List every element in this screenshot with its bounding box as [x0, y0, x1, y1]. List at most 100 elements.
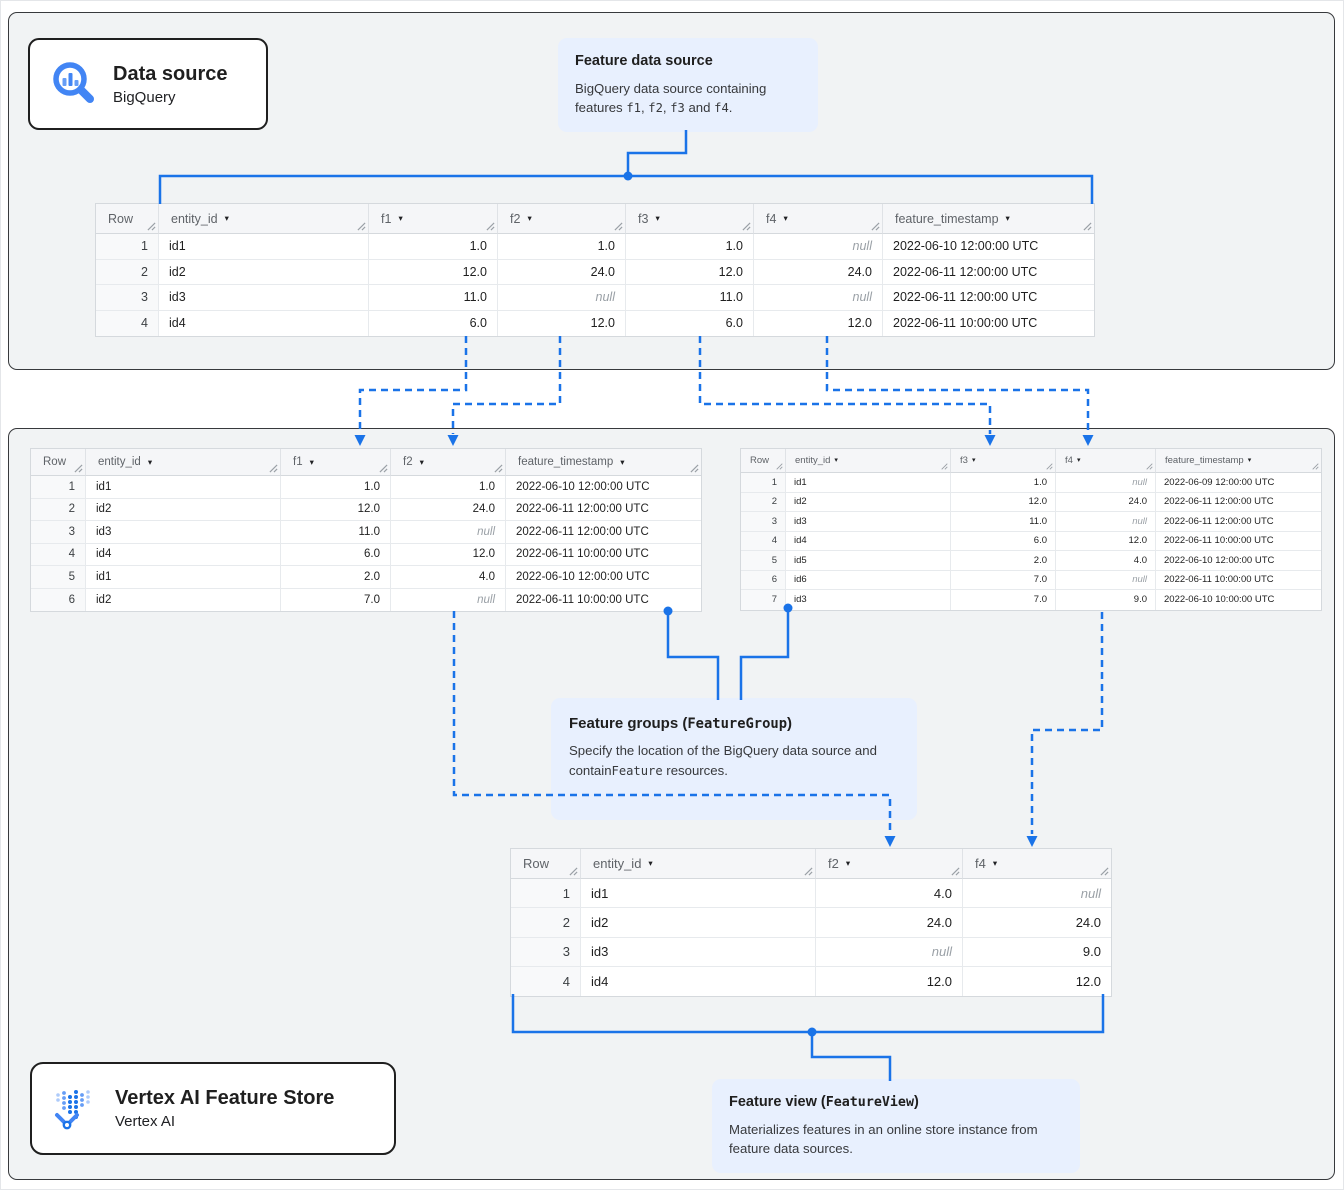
column-resize-handle-icon: [357, 222, 366, 231]
sort-dropdown-icon: ▾: [527, 213, 532, 224]
text: .: [728, 100, 733, 116]
sort-dropdown-icon: ▾: [971, 457, 976, 464]
column-resize-handle-icon: [486, 222, 495, 231]
column-resize-handle-icon: [569, 867, 578, 876]
table-cell: 7.0: [281, 588, 391, 611]
column-label: entity_id: [171, 211, 218, 226]
row-number: 1: [511, 879, 581, 909]
table-cell: 2022-06-10 12:00:00 UTC: [1156, 551, 1321, 571]
column-resize-handle-icon: [941, 463, 948, 470]
table-cell: 11.0: [951, 512, 1056, 532]
table-cell: 2.0: [951, 551, 1056, 571]
code-text: f1: [626, 101, 641, 116]
table-cell: 12.0: [498, 310, 626, 336]
row-number: 1: [741, 473, 786, 493]
text: Feature view (: [729, 1094, 826, 1110]
data-source-card-subtitle: BigQuery: [113, 88, 176, 106]
table-cell: 4.0: [816, 879, 963, 909]
table-cell: 1.0: [498, 234, 626, 260]
callout-body: BigQuery data source containing features…: [575, 79, 801, 119]
column-header-entity_id: entity_id▾: [86, 449, 281, 476]
table-cell: 12.0: [626, 259, 754, 285]
column-header-entity_id: entity_id ▾: [159, 204, 369, 234]
code-text: Feature: [611, 764, 663, 779]
table-cell: null: [1056, 473, 1156, 493]
sort-dropdown-icon: ▾: [620, 456, 625, 467]
table-cell: 1.0: [951, 473, 1056, 493]
table-cell: id2: [86, 588, 281, 611]
text: Materializes features in an online store…: [729, 1121, 1038, 1157]
table-cell: 24.0: [816, 908, 963, 938]
column-header-feature_timestamp: feature_timestamp▾: [1156, 449, 1321, 473]
row-number: 2: [31, 498, 86, 521]
table-cell: 11.0: [281, 521, 391, 544]
table-cell: 12.0: [1056, 531, 1156, 551]
column-header-Row: Row: [96, 204, 159, 234]
table-cell: id1: [86, 476, 281, 499]
code-text: f4: [714, 101, 729, 116]
table-cell: 24.0: [1056, 492, 1156, 512]
row-number: 4: [511, 966, 581, 997]
table-cell: 2.0: [281, 566, 391, 589]
vertex-ai-icon: [50, 1084, 100, 1134]
sort-dropdown-icon: ▾: [1005, 213, 1010, 224]
table-cell: 2022-06-11 12:00:00 UTC: [1156, 493, 1321, 512]
sort-dropdown-icon: ▾: [648, 858, 653, 869]
column-header-f3: f3▾: [951, 449, 1056, 473]
column-resize-handle-icon: [379, 464, 388, 473]
code-text: f3: [670, 101, 685, 116]
text: and: [684, 100, 715, 116]
row-number: 5: [31, 566, 86, 589]
table-cell: 11.0: [626, 285, 754, 311]
table-cell: 7.0: [951, 570, 1056, 590]
table-cell: id4: [86, 543, 281, 566]
row-number: 3: [741, 512, 786, 532]
row-number: 7: [741, 590, 786, 610]
column-label: f1: [381, 211, 392, 226]
table-cell: id3: [581, 937, 816, 967]
vertex-card-subtitle: Vertex AI: [115, 1113, 176, 1131]
table-cell: 2022-06-10 12:00:00 UTC: [506, 476, 701, 499]
column-label: feature_timestamp: [518, 456, 614, 468]
column-header-f2: f2 ▾: [816, 849, 963, 879]
sort-dropdown-icon: ▾: [992, 858, 998, 869]
table-cell: 9.0: [1056, 590, 1156, 610]
table-cell: id1: [159, 234, 369, 260]
row-number: 3: [96, 285, 159, 311]
column-label: f2: [403, 456, 413, 468]
feature-data-source-callout: Feature data source BigQuery data source…: [558, 38, 818, 133]
column-resize-handle-icon: [776, 463, 783, 470]
text: BigQuery data source containing features: [575, 80, 767, 116]
column-label: f3: [638, 211, 649, 226]
row-number: 1: [96, 234, 159, 260]
column-label: f2: [828, 856, 839, 871]
column-label: Row: [523, 856, 550, 871]
table-cell: id2: [159, 259, 369, 285]
table-cell: 2022-06-10 12:00:00 UTC: [883, 234, 1094, 260]
data-source-card: Data source BigQuery: [28, 38, 268, 130]
table-cell: 12.0: [951, 492, 1056, 512]
code-text: FeatureGroup: [687, 716, 788, 732]
sort-dropdown-icon: ▾: [224, 213, 229, 224]
table-cell: null: [391, 588, 506, 611]
column-label: entity_id: [98, 456, 141, 468]
sort-dropdown-icon: ▾: [845, 858, 851, 869]
sort-dropdown-icon: ▾: [309, 456, 314, 467]
row-number: 6: [31, 588, 86, 611]
table-cell: null: [754, 285, 883, 311]
table-cell: null: [1056, 512, 1156, 532]
callout-body: Materializes features in an online store…: [729, 1120, 1063, 1160]
column-header-f4: f4▾: [963, 849, 1111, 879]
table-cell: id3: [786, 512, 951, 532]
column-resize-handle-icon: [690, 464, 699, 473]
callout-title: Feature groups (FeatureGroup): [569, 714, 899, 734]
callout-body: Specify the location of the BigQuery dat…: [569, 741, 899, 781]
text: ,: [662, 100, 671, 116]
sort-dropdown-icon: ▾: [655, 213, 660, 224]
column-label: Row: [108, 211, 134, 226]
row-number: 6: [741, 570, 786, 590]
